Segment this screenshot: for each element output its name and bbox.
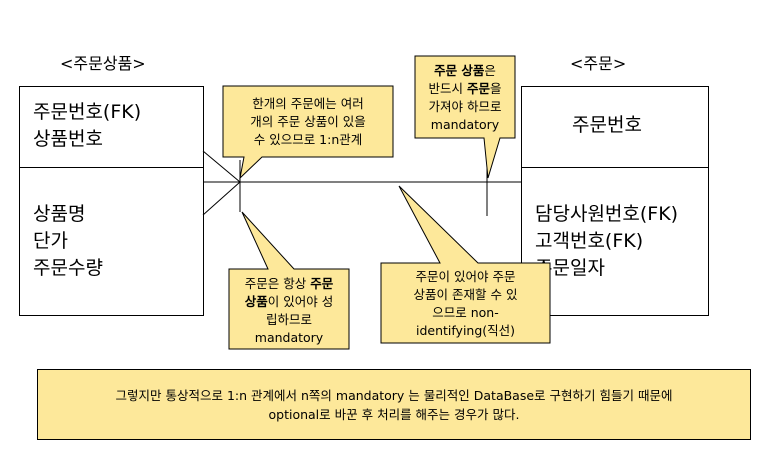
attr-unit-price: 단가	[33, 230, 68, 252]
callout-line: 상품이 있어야 성	[229, 293, 349, 311]
attr-customer-no: 고객번호(FK)	[535, 230, 644, 252]
callout-line: mandatory	[415, 116, 515, 134]
order-key-attrs: 주문번호	[572, 112, 642, 139]
entity-title-order-product: <주문상품>	[60, 54, 146, 73]
callout-line: identifying(직선)	[415, 323, 516, 338]
bottom-note-line-2: optional로 바꾼 후 처리를 해주는 경우가 많다.	[268, 406, 520, 422]
callout-text-segment: 가져야 하므로	[428, 99, 502, 114]
callout-text-segment: mandatory	[430, 117, 500, 132]
key-attr-order-no-pk: 주문번호	[572, 114, 642, 136]
emphasis-text: 주문 상품	[434, 63, 485, 78]
callout-line: 개의 주문 상품이 있을	[250, 114, 366, 129]
callout-line: 으므로 non-	[432, 305, 499, 320]
callout-line: 상품이 존재할 수 있	[413, 287, 518, 302]
key-attr-product-no: 상품번호	[33, 128, 103, 150]
callout-line: mandatory	[229, 329, 349, 347]
crows-foot-lower	[202, 181, 241, 216]
entity-order-key-divider	[521, 167, 708, 168]
attr-order-qty: 주문수량	[33, 257, 103, 279]
callout-text-segment: 을	[489, 81, 502, 96]
callout-non-identifying-shape	[380, 185, 551, 344]
key-attr-order-no: 주문번호(FK)	[33, 101, 142, 123]
crows-foot-upper	[202, 150, 241, 183]
bottom-note-line-1: 그렇지만 통상적으로 1:n 관계에서 n쪽의 mandatory 는 물리적인…	[115, 387, 673, 403]
emphasis-text: 주문	[466, 81, 490, 96]
callout-line: 립하므로	[229, 311, 349, 329]
callout-line: 수 있으므로 1:n관계	[253, 132, 363, 147]
callout-line: 주문이 있어야 주문	[415, 269, 516, 284]
callout-line: 반드시 주문을	[415, 80, 515, 98]
order-product-attrs: 상품명 단가 주문수량	[33, 201, 103, 282]
entity-title-order: <주문>	[570, 54, 627, 73]
entity-order	[521, 86, 709, 316]
emphasis-text: 상품	[244, 294, 268, 309]
attr-employee-no: 담당사원번호(FK)	[535, 203, 679, 225]
callout-non-identifying: 주문이 있어야 주문 상품이 존재할 수 있 으므로 non- identify…	[381, 268, 550, 340]
attr-product-name: 상품명	[33, 203, 86, 225]
order-product-key-attrs: 주문번호(FK) 상품번호	[33, 99, 141, 153]
entity-order-product	[19, 86, 204, 316]
callout-order-mandatory-shape	[414, 55, 516, 179]
callout-line: 가져야 하므로	[415, 98, 515, 116]
callout-text-segment: 반드시	[428, 81, 467, 96]
callout-text-segment: 주문은 항상	[244, 276, 311, 291]
callout-line: 한개의 주문에는 여러	[252, 96, 364, 111]
bottom-note: 그렇지만 통상적으로 1:n 관계에서 n쪽의 mandatory 는 물리적인…	[37, 369, 751, 440]
entity-order-product-key-divider	[19, 167, 203, 168]
emphasis-text: 주문	[310, 276, 334, 291]
callout-text-segment: 은	[484, 63, 496, 78]
callout-line: 주문 상품은	[415, 62, 515, 80]
callout-text-segment: 립하므로	[265, 312, 312, 327]
callout-one-to-many-shape	[222, 85, 394, 180]
order-attrs: 담당사원번호(FK) 고객번호(FK) 주문일자	[535, 201, 678, 282]
callout-one-to-many: 한개의 주문에는 여러 개의 주문 상품이 있을 수 있으므로 1:n관계	[223, 95, 393, 149]
attr-order-date: 주문일자	[535, 257, 605, 279]
callout-order-product-mandatory-shape	[228, 211, 350, 350]
callout-text-segment: 이 있어야 성	[267, 294, 334, 309]
callout-text-segment: mandatory	[254, 330, 324, 345]
callout-line: 주문은 항상 주문	[229, 275, 349, 293]
